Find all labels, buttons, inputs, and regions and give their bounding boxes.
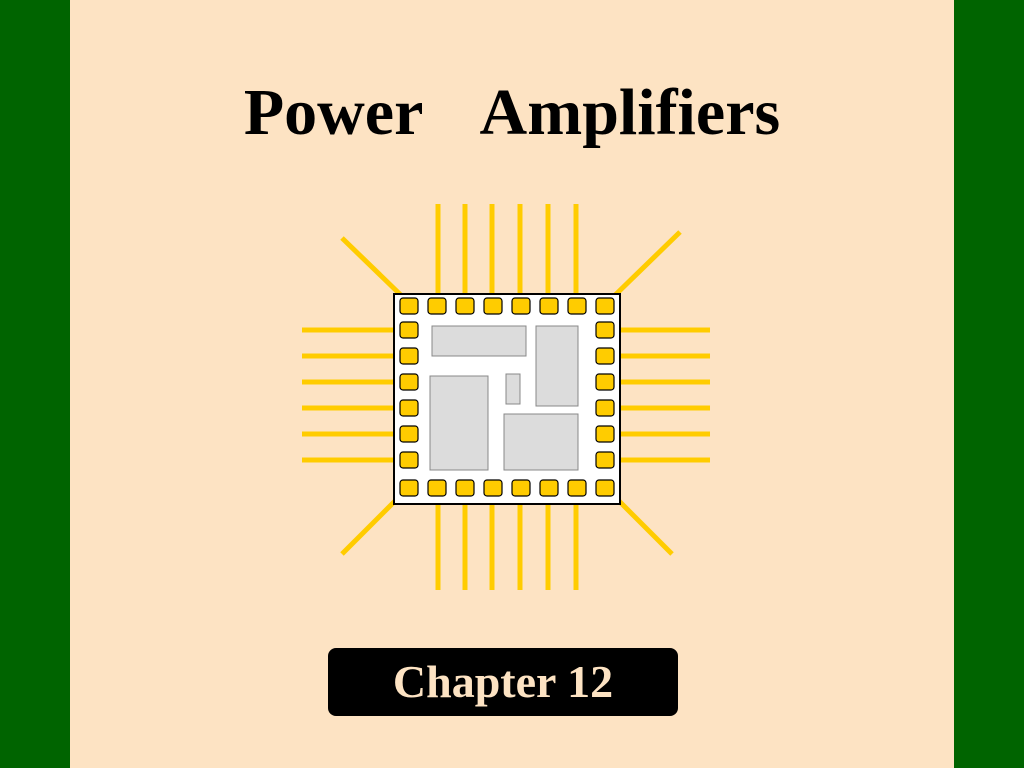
die-blocks	[429, 325, 579, 471]
microchip-icon	[302, 204, 710, 590]
chapter-label: Chapter 12	[392, 656, 614, 707]
bond-pads	[399, 297, 615, 497]
chapter-badge: Chapter 12	[328, 648, 678, 716]
chip-leads	[302, 204, 710, 590]
left-border	[0, 0, 70, 768]
right-border	[954, 0, 1024, 768]
slide-title: Power Amplifiers	[243, 76, 781, 149]
